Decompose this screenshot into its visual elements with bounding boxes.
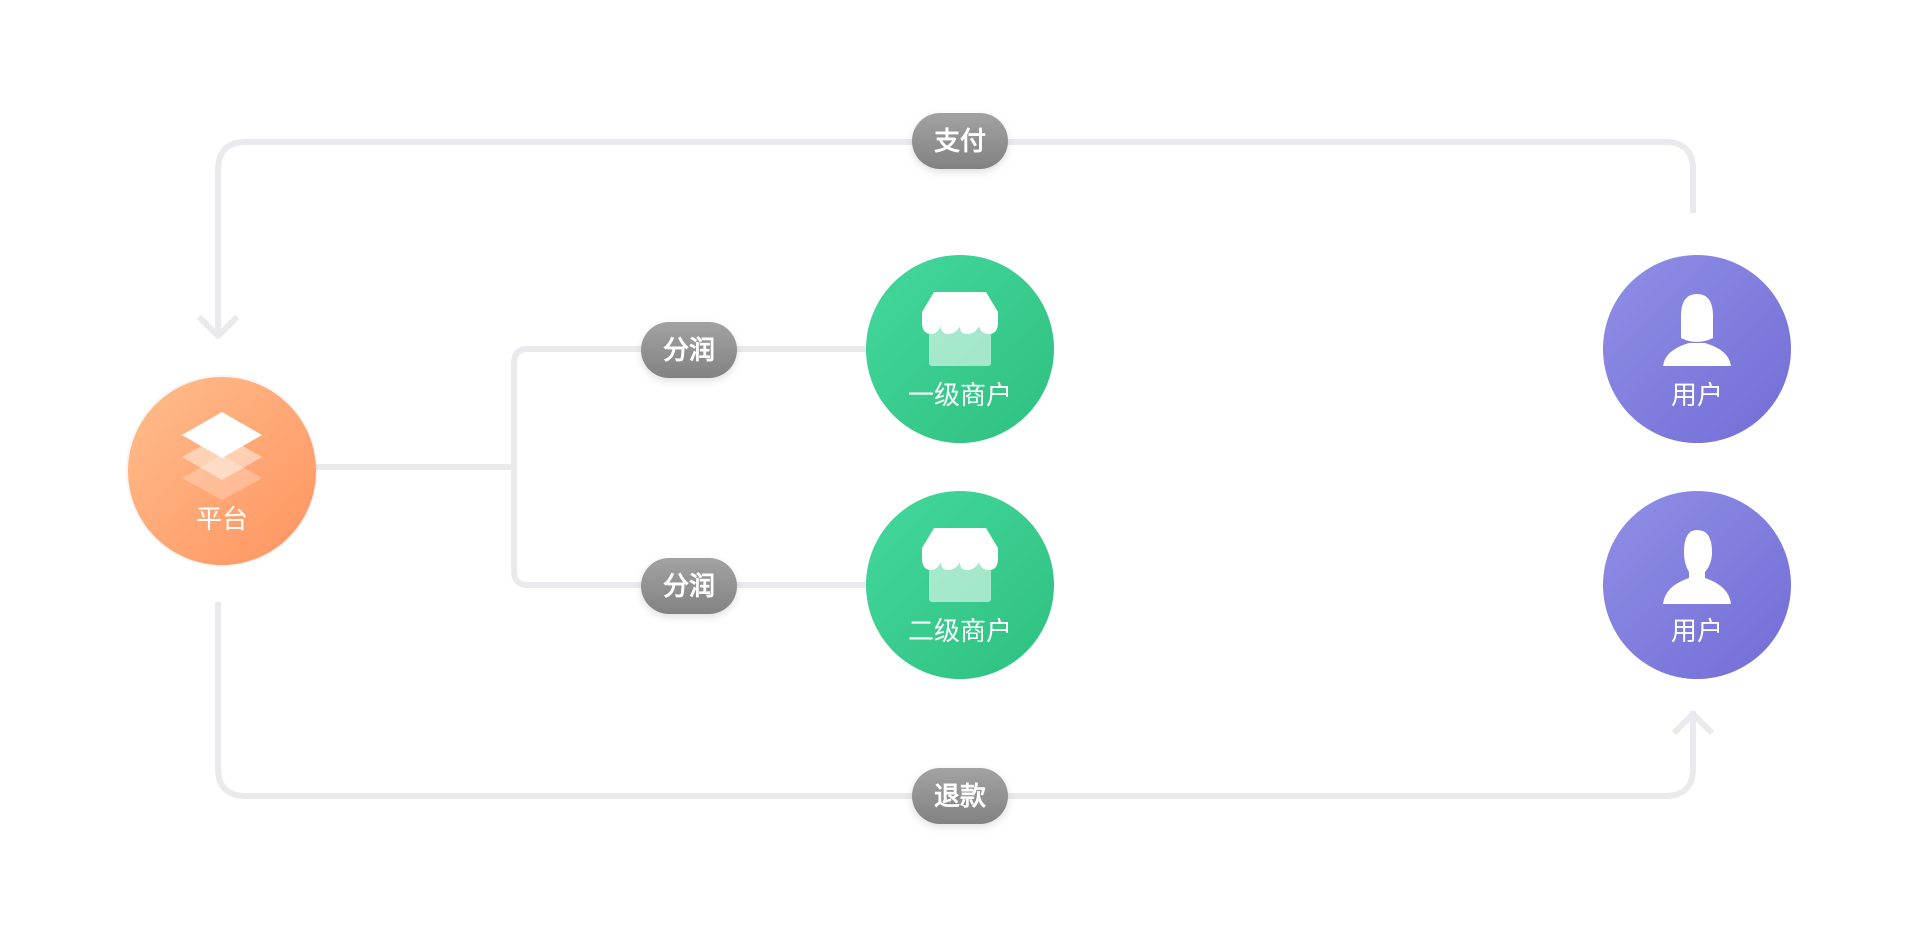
split-level2-pill: 分润: [641, 558, 737, 614]
merchant-level2-label: 二级商户: [908, 617, 1012, 647]
split-level1-connector: [511, 346, 963, 588]
merchant-level1-node: 一级商户: [866, 255, 1054, 443]
refund-pill: 退款: [912, 768, 1008, 824]
user-female-node: 用户: [1603, 255, 1791, 443]
split-level1-label: 分润: [663, 335, 715, 366]
platform-node: 平台: [126, 375, 318, 567]
platform-label: 平台: [196, 505, 248, 535]
split-level1-pill: 分润: [641, 322, 737, 378]
layers-icon: [182, 412, 262, 500]
user-female-label: 用户: [1671, 381, 1723, 411]
payment-label: 支付: [934, 127, 986, 157]
payment-pill: 支付: [912, 113, 1008, 169]
split-level2-label: 分润: [663, 571, 715, 602]
payment-arrowhead: [196, 314, 240, 339]
user-male-icon: [1663, 530, 1731, 604]
user-male-node: 用户: [1603, 491, 1791, 679]
merchant-level2-node: 二级商户: [866, 491, 1054, 679]
merchant-level1-label: 一级商户: [908, 381, 1012, 411]
refund-label: 退款: [934, 782, 987, 812]
user-female-icon: [1663, 294, 1731, 366]
storefront-icon: [922, 528, 998, 602]
storefront-icon: [922, 292, 998, 366]
user-male-label: 用户: [1671, 617, 1723, 647]
refund-arrowhead: [1671, 711, 1715, 736]
